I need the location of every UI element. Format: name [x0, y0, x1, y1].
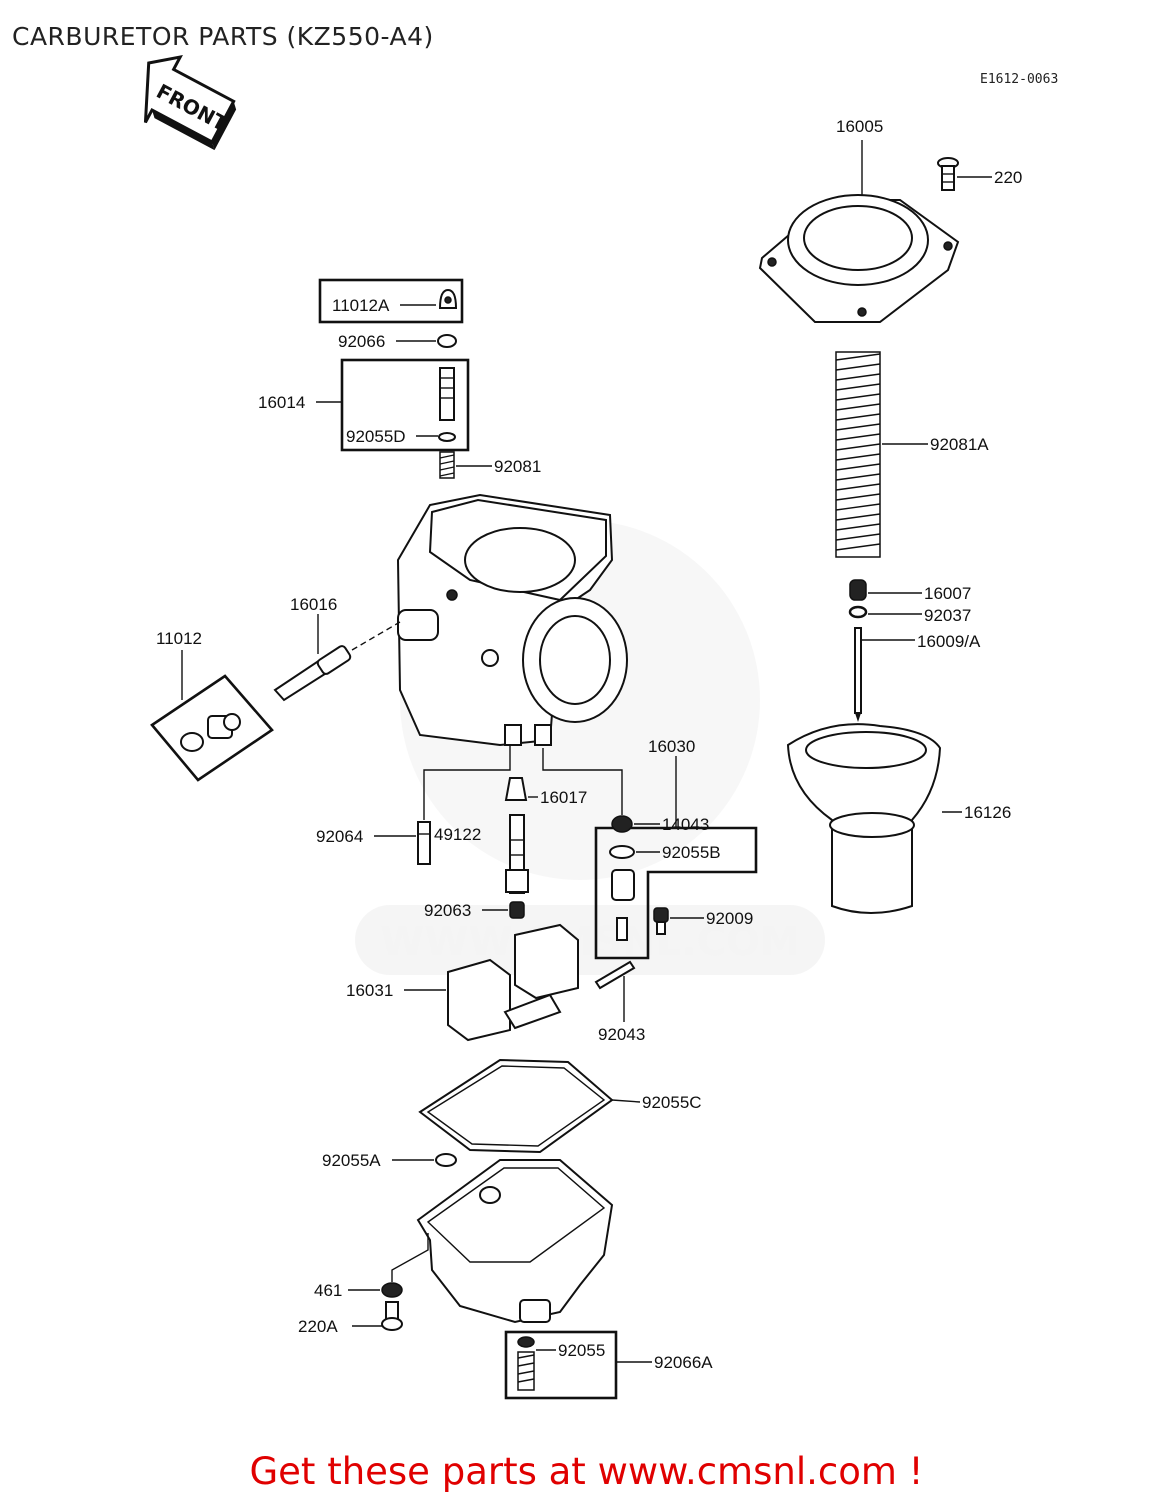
emulsion-tube-49122-part — [505, 814, 529, 894]
shaft-16016-part — [273, 621, 401, 702]
jet-16017-part — [504, 777, 528, 801]
leader-lines — [181, 140, 992, 1363]
label-49122: 49122 — [434, 825, 481, 844]
label-92055A: 92055A — [322, 1151, 381, 1170]
label-220: 220 — [994, 168, 1022, 187]
label-461: 461 — [314, 1281, 342, 1300]
seat-14043-part — [611, 815, 633, 833]
box-16030 — [594, 826, 758, 960]
label-92055C: 92055C — [642, 1093, 702, 1112]
label-16007: 16007 — [924, 584, 971, 603]
label-16016: 16016 — [290, 595, 337, 614]
top-cover-part — [758, 194, 960, 323]
label-92066: 92066 — [338, 332, 385, 351]
label-92043: 92043 — [598, 1025, 645, 1044]
carburetor-body-part — [396, 493, 628, 747]
label-14043: 14043 — [662, 815, 709, 834]
needle-retainer-16007-part — [849, 579, 867, 601]
watermark-text: WWW.CMSNL.COM — [380, 919, 800, 965]
pilot-screw-16014-part — [438, 367, 456, 442]
label-92081A: 92081A — [930, 435, 989, 454]
label-11012: 11012 — [156, 629, 202, 648]
footer-link[interactable]: Get these parts at www.cmsnl.com ! — [249, 1450, 924, 1493]
label-16005: 16005 — [836, 117, 883, 136]
screw-220A-part — [381, 1301, 403, 1331]
clip-92037-part — [848, 605, 868, 619]
label-92064: 92064 — [316, 827, 363, 846]
front-arrow-icon: FRONT — [143, 55, 237, 151]
label-92063: 92063 — [424, 901, 471, 920]
jet-needle-16009A-part — [854, 627, 862, 722]
label-16031: 16031 — [346, 981, 393, 1000]
exploded-parts-diagram: WWW.CMSNL.COM FRONT — [143, 55, 1022, 1400]
float-16031-part — [447, 923, 579, 1042]
label-92037: 92037 — [924, 606, 971, 625]
screw-92009-part — [653, 907, 669, 935]
label-92055: 92055 — [558, 1341, 605, 1360]
label-92066A: 92066A — [654, 1353, 713, 1372]
label-16009A: 16009/A — [917, 632, 981, 651]
label-92009: 92009 — [706, 909, 753, 928]
cap-11012-part — [180, 713, 241, 752]
spring-92081-part — [439, 451, 455, 479]
screw-220-part — [937, 157, 959, 191]
cap-11012A-part — [438, 288, 458, 309]
diagram-code: E1612-0063 — [980, 72, 1059, 87]
label-16014: 16014 — [258, 393, 305, 412]
label-92055D: 92055D — [346, 427, 406, 446]
washer-461-part — [381, 1282, 403, 1298]
gasket-92055C-part — [418, 1058, 614, 1154]
washer-92055-part — [517, 1336, 535, 1348]
leader-bowl-461 — [391, 1233, 429, 1282]
box-11012 — [150, 674, 274, 782]
label-220A: 220A — [298, 1317, 338, 1336]
jet-92063-part — [509, 901, 525, 919]
box-92066A — [504, 1330, 618, 1400]
spring-92081A-part — [835, 351, 881, 558]
jet-92064-part — [417, 821, 431, 865]
box-16014 — [340, 358, 470, 452]
oring-92066-part — [437, 334, 457, 348]
pin-92043-part — [594, 960, 636, 990]
label-16017: 16017 — [540, 788, 587, 807]
label-92055B: 92055B — [662, 843, 721, 862]
float-valve-part — [611, 869, 635, 941]
leader-body-14043 — [542, 748, 623, 815]
page-title: CARBURETOR PARTS (KZ550-A4) — [12, 22, 434, 51]
float-bowl-part — [416, 1159, 614, 1324]
washer-92055B-part — [609, 845, 635, 859]
vacuum-piston-16126-part — [786, 723, 942, 914]
box-11012A — [318, 278, 464, 324]
label-11012A: 11012A — [332, 296, 390, 315]
label-16126: 16126 — [964, 803, 1011, 822]
label-16030: 16030 — [648, 737, 695, 756]
label-92081: 92081 — [494, 457, 541, 476]
washer-92055A-part — [435, 1153, 457, 1167]
leader-body-92064 — [423, 745, 511, 820]
drain-screw-92066A-part — [517, 1351, 535, 1391]
